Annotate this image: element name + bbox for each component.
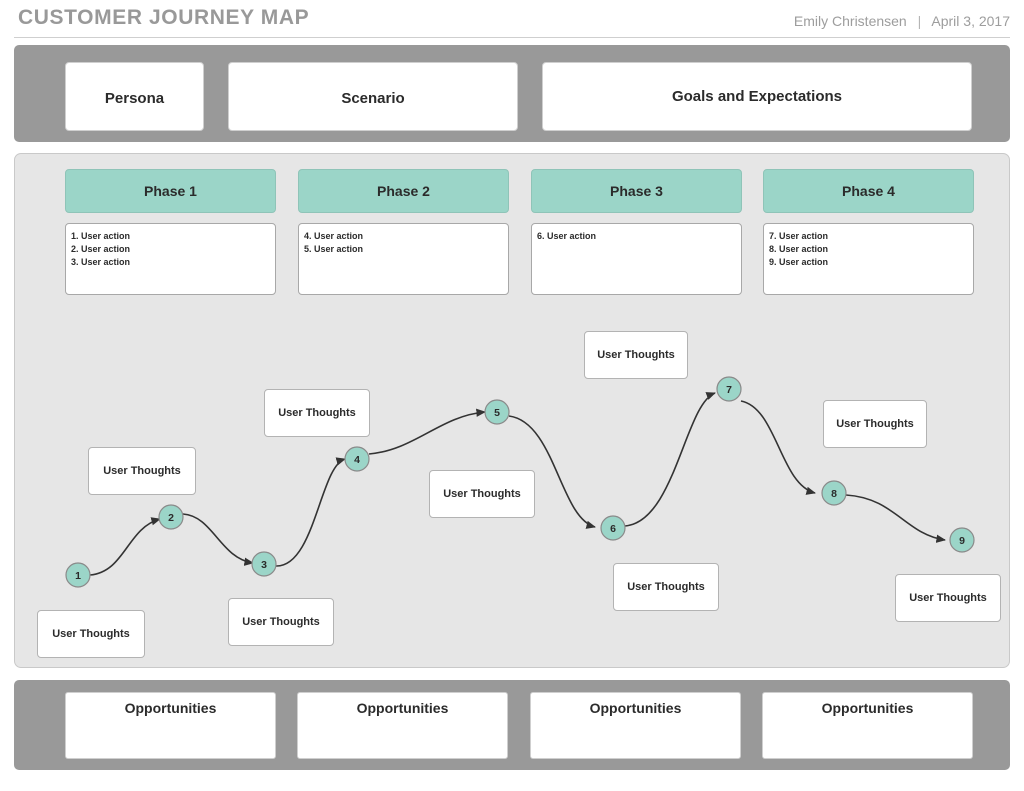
journey-node-9-label: 9 xyxy=(959,535,965,547)
user-thoughts-box[interactable]: User Thoughts xyxy=(823,400,927,448)
journey-node-6[interactable] xyxy=(600,515,626,541)
opportunities-card-4[interactable]: Opportunities xyxy=(762,692,973,759)
curve-segments xyxy=(89,392,946,576)
goals-expectations-card-label: Goals and Expectations xyxy=(671,88,843,105)
user-thoughts-box[interactable]: User Thoughts xyxy=(264,389,370,437)
journey-node-1-label: 1 xyxy=(75,570,81,582)
opportunities-card-3[interactable]: Opportunities xyxy=(530,692,741,759)
goals-expectations-card[interactable]: Goals and Expectations xyxy=(542,62,972,131)
user-thoughts-box[interactable]: User Thoughts xyxy=(429,470,535,518)
user-thoughts-box[interactable]: User Thoughts xyxy=(88,447,196,495)
user-thoughts-box[interactable]: User Thoughts xyxy=(895,574,1001,622)
user-thoughts-label: User Thoughts xyxy=(909,592,987,604)
app-header: CUSTOMER JOURNEY MAP Emily Christensen |… xyxy=(0,0,1024,42)
phase-header-3[interactable]: Phase 3 xyxy=(531,169,742,213)
user-thoughts-label: User Thoughts xyxy=(242,616,320,628)
journey-node-6-label: 6 xyxy=(610,523,616,535)
user-actions-box-1[interactable]: 1. User action 2. User action 3. User ac… xyxy=(65,223,276,295)
persona-card-label: Persona xyxy=(104,90,165,107)
phase-header-2[interactable]: Phase 2 xyxy=(298,169,509,213)
user-thoughts-label: User Thoughts xyxy=(627,581,705,593)
emotion-curve-chart: 1 2 3 4 5 6 7 8 9 xyxy=(65,376,975,588)
user-thoughts-label: User Thoughts xyxy=(597,349,675,361)
user-thoughts-box[interactable]: User Thoughts xyxy=(228,598,334,646)
opportunities-card-2-label: Opportunities xyxy=(356,700,449,716)
user-action-item: 9. User action xyxy=(769,256,829,267)
user-thoughts-box[interactable]: User Thoughts xyxy=(37,610,145,658)
user-action-item: 2. User action xyxy=(71,243,131,254)
user-action-item: 1. User action xyxy=(71,231,131,241)
journey-nodes[interactable] xyxy=(65,376,975,588)
user-thoughts-box[interactable]: User Thoughts xyxy=(613,563,719,611)
opportunities-card-3-label: Opportunities xyxy=(589,700,682,716)
page-title: CUSTOMER JOURNEY MAP xyxy=(18,6,310,29)
document-date: April 3, 2017 xyxy=(931,13,1010,29)
phase-header-3-label: Phase 3 xyxy=(610,183,663,199)
opportunities-card-2[interactable]: Opportunities xyxy=(297,692,508,759)
opportunities-card-1[interactable]: Opportunities xyxy=(65,692,276,759)
user-thoughts-label: User Thoughts xyxy=(103,465,181,477)
journey-node-9[interactable] xyxy=(949,527,975,553)
phase-header-1-label: Phase 1 xyxy=(144,183,197,199)
user-action-item: 8. User action xyxy=(769,243,829,254)
journey-node-3[interactable] xyxy=(251,551,277,577)
journey-node-4-label: 4 xyxy=(354,454,360,466)
journey-node-7-label: 7 xyxy=(726,384,732,396)
journey-node-2-label: 2 xyxy=(168,512,174,524)
user-actions-box-3[interactable]: 6. User action xyxy=(531,223,742,295)
user-actions-box-4[interactable]: 7. User action 8. User action 9. User ac… xyxy=(763,223,974,295)
user-action-item: 7. User action xyxy=(769,231,829,241)
header-divider xyxy=(14,37,1010,38)
user-action-item: 3. User action xyxy=(71,256,131,267)
journey-node-3-label: 3 xyxy=(261,559,267,571)
journey-node-2[interactable] xyxy=(158,504,184,530)
author-name: Emily Christensen xyxy=(793,13,907,29)
opportunities-card-4-label: Opportunities xyxy=(821,700,914,716)
journey-panel: Phase 1 Phase 2 Phase 3 Phase 4 1. User … xyxy=(14,153,1010,668)
header-meta: Emily Christensen | April 3, 2017 xyxy=(794,13,1010,29)
scenario-card-label: Scenario xyxy=(341,90,405,107)
persona-card[interactable]: Persona xyxy=(65,62,204,131)
phase-header-4-label: Phase 4 xyxy=(842,183,895,199)
phase-header-4[interactable]: Phase 4 xyxy=(763,169,974,213)
user-action-item: 5. User action xyxy=(304,243,364,254)
user-actions-box-2[interactable]: 4. User action 5. User action xyxy=(298,223,509,295)
user-action-item: 4. User action xyxy=(304,231,364,241)
journey-node-5[interactable] xyxy=(484,399,510,425)
journey-node-4[interactable] xyxy=(344,446,370,472)
user-action-item: 6. User action xyxy=(537,231,597,241)
user-thoughts-box[interactable]: User Thoughts xyxy=(584,331,688,379)
phase-header-2-label: Phase 2 xyxy=(377,183,430,199)
phase-header-1[interactable]: Phase 1 xyxy=(65,169,276,213)
journey-node-8[interactable] xyxy=(821,480,847,506)
meta-separator: | xyxy=(917,13,922,29)
user-thoughts-label: User Thoughts xyxy=(278,407,356,419)
journey-node-labels: 1 2 3 4 5 6 7 8 9 xyxy=(75,384,965,582)
user-thoughts-label: User Thoughts xyxy=(836,418,914,430)
journey-node-1[interactable] xyxy=(65,562,91,588)
user-thoughts-label: User Thoughts xyxy=(443,488,521,500)
opportunities-card-1-label: Opportunities xyxy=(124,700,217,716)
scenario-card[interactable]: Scenario xyxy=(228,62,518,131)
user-thoughts-label: User Thoughts xyxy=(52,628,130,640)
journey-node-7[interactable] xyxy=(716,376,742,402)
journey-node-8-label: 8 xyxy=(831,488,837,500)
journey-node-5-label: 5 xyxy=(494,407,500,419)
